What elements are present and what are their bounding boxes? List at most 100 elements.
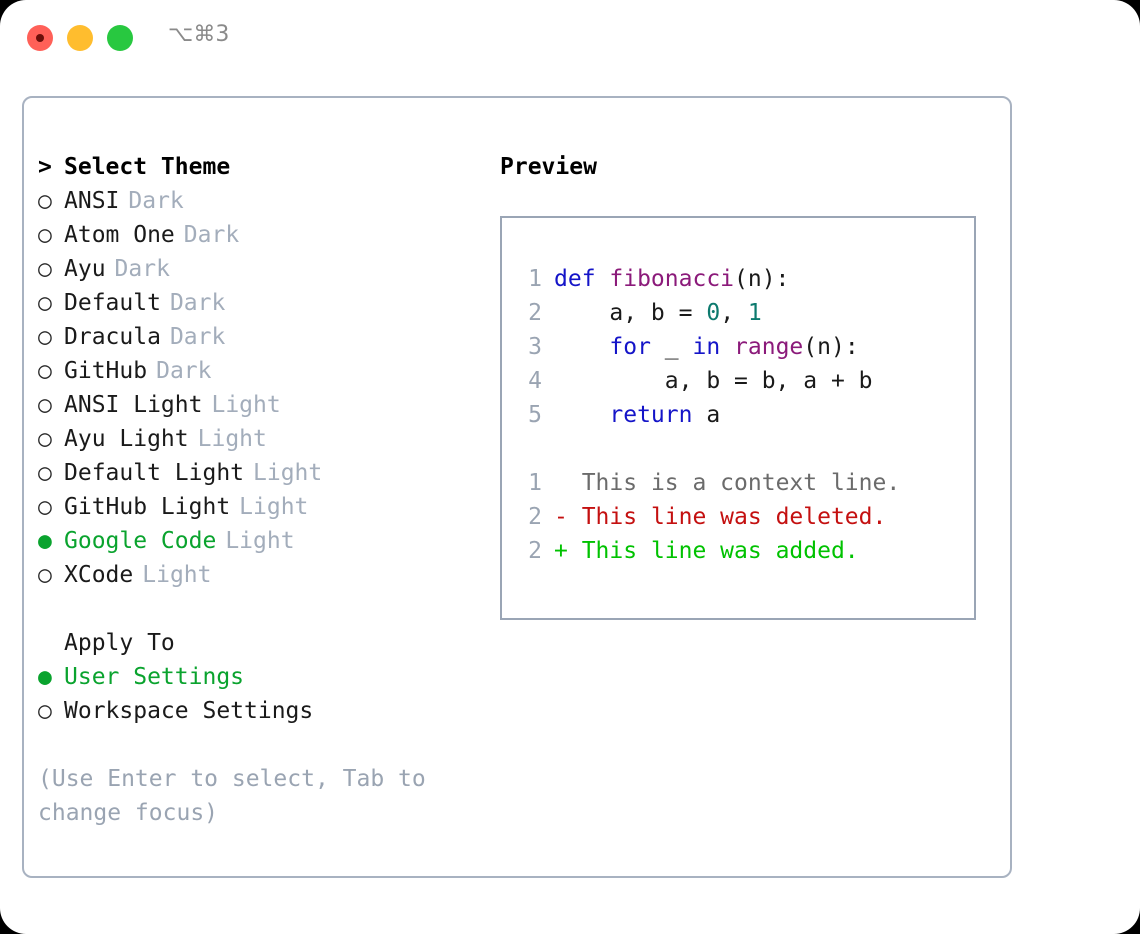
theme-list-item[interactable]: ○ GitHub Dark bbox=[38, 354, 478, 388]
diff-line: 1 This is a context line. bbox=[520, 466, 974, 500]
theme-variant-badge: Dark bbox=[156, 358, 212, 384]
radio-unselected-icon: ○ bbox=[38, 392, 52, 418]
radio-unselected-icon: ○ bbox=[38, 562, 52, 588]
keyboard-hint: (Use Enter to select, Tab to change focu… bbox=[38, 766, 426, 826]
radio-unselected-icon: ○ bbox=[38, 426, 52, 452]
code-token: 1 bbox=[747, 300, 762, 326]
code-token: _ bbox=[650, 334, 693, 360]
code-token: , bbox=[720, 300, 748, 326]
line-number: 1 bbox=[528, 470, 542, 496]
radio-unselected-icon: ○ bbox=[38, 698, 52, 724]
code-line: 3 for _ in range(n): bbox=[520, 330, 974, 364]
code-line: 4 a, b = b, a + b bbox=[520, 364, 974, 398]
code-token: a bbox=[692, 402, 721, 428]
line-number: 2 bbox=[528, 504, 542, 530]
theme-list-item[interactable]: ○ GitHub Light Light bbox=[38, 490, 478, 524]
keyboard-shortcut-label: ⌥⌘3 bbox=[168, 22, 230, 47]
line-number: 1 bbox=[528, 266, 542, 292]
line-number: 3 bbox=[528, 334, 542, 360]
select-theme-heading-label: Select Theme bbox=[64, 154, 231, 180]
code-token: return bbox=[554, 402, 693, 428]
line-number: 2 bbox=[528, 300, 542, 326]
theme-name: Atom One bbox=[64, 222, 175, 248]
theme-list-item[interactable]: ○ Default Light Light bbox=[38, 456, 478, 490]
theme-name: Google Code bbox=[64, 528, 217, 554]
code-token: def bbox=[554, 266, 610, 292]
select-theme-heading: > Select Theme bbox=[38, 150, 478, 184]
theme-variant-badge: Light bbox=[197, 426, 267, 452]
theme-variant-badge: Light bbox=[225, 528, 295, 554]
code-token: (n): bbox=[734, 266, 790, 292]
radio-unselected-icon: ○ bbox=[38, 494, 52, 520]
code-token: (n): bbox=[803, 334, 859, 360]
theme-list-item[interactable]: ● Google Code Light bbox=[38, 524, 478, 558]
theme-variant-badge: Dark bbox=[169, 324, 226, 350]
code-line: 2 a, b = 0, 1 bbox=[520, 296, 974, 330]
line-number: 5 bbox=[528, 402, 542, 428]
apply-to-label: Workspace Settings bbox=[64, 698, 314, 724]
code-line: 5 return a bbox=[520, 398, 974, 432]
preview-heading: Preview bbox=[500, 154, 597, 180]
diff-line: 2+ This line was added. bbox=[520, 534, 974, 568]
list-spacer bbox=[38, 592, 478, 626]
diff-text: This line was deleted. bbox=[567, 504, 887, 530]
code-token: for bbox=[554, 334, 651, 360]
code-token: fibonacci bbox=[609, 266, 735, 292]
diff-marker: - bbox=[554, 504, 568, 530]
apply-to-list: ● User Settings ○ Workspace Settings bbox=[38, 660, 478, 728]
theme-name: Ayu bbox=[64, 256, 106, 282]
theme-list-item[interactable]: ○ Default Dark bbox=[38, 286, 478, 320]
theme-name: Default Light bbox=[64, 460, 245, 486]
theme-name: Default bbox=[64, 290, 161, 316]
theme-name: ANSI bbox=[64, 188, 120, 214]
theme-variant-badge: Dark bbox=[183, 222, 240, 248]
theme-name: Dracula bbox=[64, 324, 161, 350]
radio-selected-icon: ● bbox=[38, 664, 52, 690]
minimize-button[interactable] bbox=[67, 25, 93, 51]
radio-unselected-icon: ○ bbox=[38, 256, 52, 282]
theme-variant-badge: Light bbox=[211, 392, 281, 418]
theme-variant-badge: Dark bbox=[169, 290, 226, 316]
diff-line: 2- This line was deleted. bbox=[520, 500, 974, 534]
theme-variant-badge: Dark bbox=[114, 256, 170, 282]
recording-indicator-icon bbox=[36, 34, 44, 42]
code-gap bbox=[520, 432, 974, 466]
diff-marker: + bbox=[554, 538, 568, 564]
caret-icon: > bbox=[38, 154, 52, 180]
code-token: 0 bbox=[706, 300, 721, 326]
radio-unselected-icon: ○ bbox=[38, 358, 52, 384]
theme-variant-badge: Light bbox=[239, 494, 309, 520]
radio-unselected-icon: ○ bbox=[38, 290, 52, 316]
radio-selected-icon: ● bbox=[38, 528, 52, 554]
code-token: a, b = bbox=[554, 300, 707, 326]
maximize-button[interactable] bbox=[107, 25, 133, 51]
theme-variant-badge: Dark bbox=[128, 188, 184, 214]
theme-list-item[interactable]: ○ Ayu Dark bbox=[38, 252, 478, 286]
apply-to-item[interactable]: ○ Workspace Settings bbox=[38, 694, 478, 728]
line-number: 2 bbox=[528, 538, 542, 564]
theme-variant-badge: Light bbox=[253, 460, 323, 486]
apply-to-label: User Settings bbox=[64, 664, 245, 690]
theme-name: GitHub bbox=[64, 358, 148, 384]
radio-unselected-icon: ○ bbox=[38, 460, 52, 486]
line-number: 4 bbox=[528, 368, 542, 394]
code-token: range bbox=[734, 334, 804, 360]
diff-sample: 1 This is a context line.2- This line wa… bbox=[520, 466, 974, 568]
apply-to-heading: Apply To bbox=[64, 630, 175, 656]
theme-variant-badge: Light bbox=[142, 562, 212, 588]
diff-text: This is a context line. bbox=[567, 470, 901, 496]
apply-to-item[interactable]: ● User Settings bbox=[38, 660, 478, 694]
theme-name: GitHub Light bbox=[64, 494, 231, 520]
